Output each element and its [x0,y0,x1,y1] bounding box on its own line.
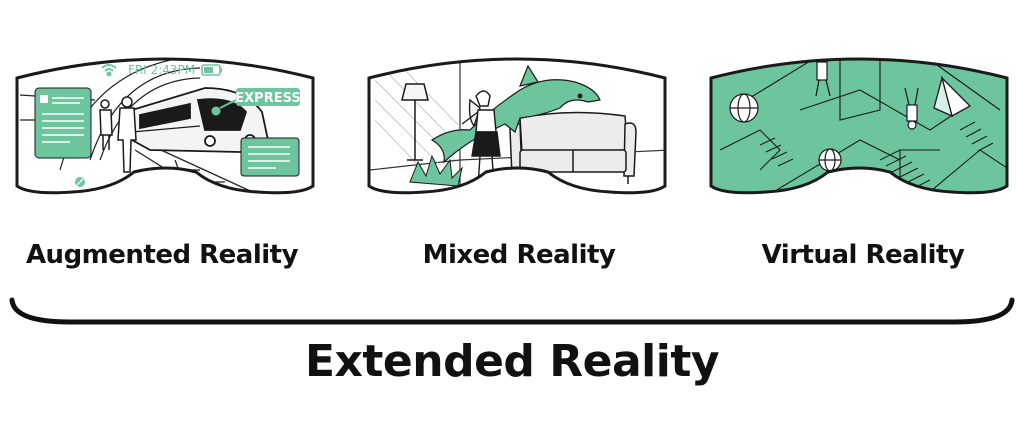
stair-treads [759,121,994,191]
floor-lamp [401,83,429,161]
notification-card [34,87,92,159]
ar-panel: EXPRESS FRI 2:43PM [15,57,315,195]
label-mixed-reality: Mixed Reality [422,240,616,270]
express-tag: EXPRESS [235,88,301,106]
woman [461,90,501,187]
commuters [99,96,137,173]
mr-goggle-outline [367,57,667,195]
battery-icon [201,64,222,76]
label-augmented-reality: Augmented Reality [25,240,299,270]
sofa [509,111,637,184]
thumbs-up-icon [40,95,48,103]
vr-goggle-outline [709,57,1009,195]
ar-goggle-outline [15,57,315,195]
info-card [240,137,300,177]
globe-bottom [818,148,842,172]
time-readout: FRI 2:43PM [128,63,195,77]
compass-icon [75,177,85,187]
grouping-brace [9,297,1015,325]
mr-panel [367,57,667,195]
express-sign-text: EXPRESS [235,91,300,106]
label-extended-reality: Extended Reality [304,336,720,387]
globe-left [729,93,759,123]
map-pin-icon [210,105,222,117]
vr-panel [709,57,1009,195]
water-splash [409,154,463,187]
dolphin [430,64,601,164]
label-virtual-reality: Virtual Reality [761,240,965,270]
wifi-icon [101,64,117,77]
pyramid [933,75,972,118]
